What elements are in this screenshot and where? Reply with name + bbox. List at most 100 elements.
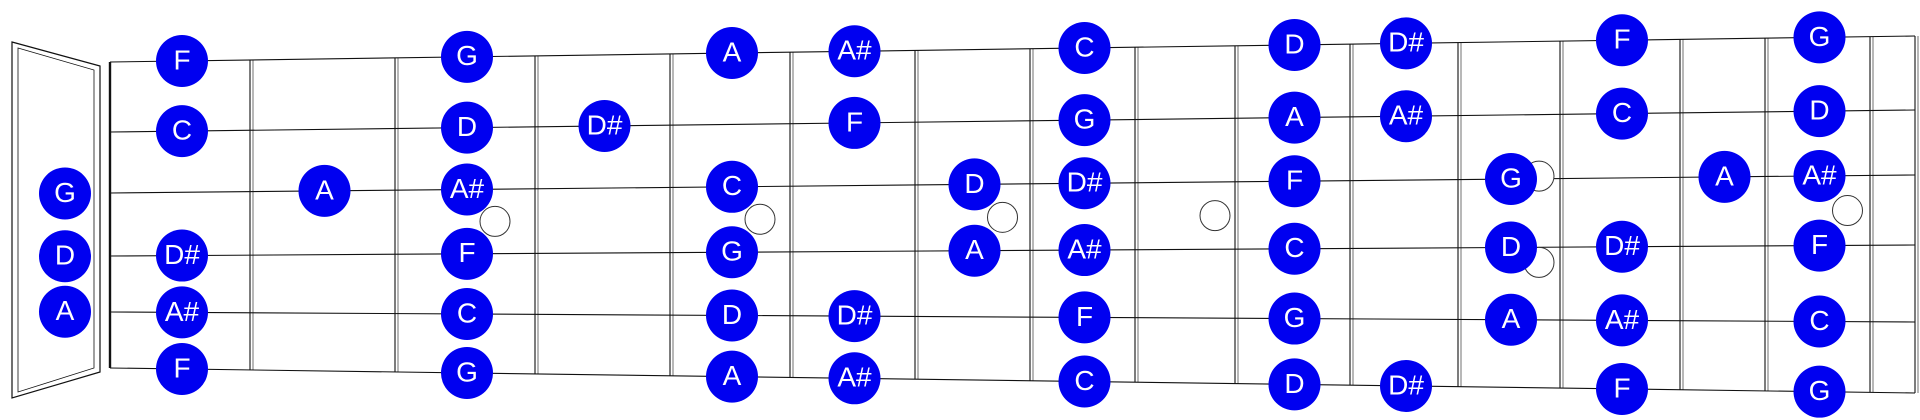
note-dot: A xyxy=(298,164,351,217)
note-dot: D# xyxy=(1058,157,1111,210)
note-circle xyxy=(1268,292,1321,345)
note-circle xyxy=(1485,221,1537,274)
note-circle xyxy=(1058,21,1111,74)
note-label: C xyxy=(1074,31,1094,62)
note-label: F xyxy=(846,106,863,137)
note-dot: G xyxy=(39,167,91,220)
note-dot: A# xyxy=(828,352,881,405)
fret-marker xyxy=(744,203,776,235)
note-circle xyxy=(706,350,758,403)
note-label: A xyxy=(1502,303,1521,334)
note-dot: C xyxy=(441,287,493,340)
note-circle xyxy=(1380,359,1432,412)
note-label: D xyxy=(1501,231,1521,262)
note-label: A# xyxy=(1605,304,1640,335)
note-label: D xyxy=(457,111,477,142)
note-circle xyxy=(1793,11,1846,64)
string-line xyxy=(109,174,1916,194)
note-dot: A# xyxy=(441,163,493,216)
note-label: C xyxy=(722,170,742,201)
note-circle xyxy=(1596,294,1648,347)
note-label: A xyxy=(965,234,984,265)
note-label: D# xyxy=(164,239,200,270)
note-circle xyxy=(39,167,91,220)
note-label: A xyxy=(315,174,334,205)
note-circle xyxy=(948,224,1001,277)
note-circle xyxy=(441,163,493,216)
note-label: A xyxy=(723,360,742,391)
note-dot: D xyxy=(441,101,493,154)
note-circle xyxy=(298,164,351,217)
note-circle xyxy=(441,346,493,399)
note-label: D xyxy=(55,240,75,271)
note-circle xyxy=(1793,149,1846,202)
note-dot: A xyxy=(1485,293,1537,346)
note-dot: F xyxy=(828,96,881,149)
note-circle xyxy=(39,230,91,283)
note-label: G xyxy=(1809,21,1831,52)
headstock xyxy=(11,41,101,399)
note-dot: A# xyxy=(1596,294,1648,347)
note-circle xyxy=(39,285,91,338)
note-label: A xyxy=(1715,160,1734,191)
note-circle xyxy=(706,289,758,342)
note-circle xyxy=(1596,220,1648,273)
note-circle xyxy=(706,160,758,213)
note-label: A# xyxy=(1389,100,1424,131)
note-dot: A xyxy=(39,285,91,338)
note-circle xyxy=(706,27,758,80)
note-circle xyxy=(156,342,208,395)
note-label: D# xyxy=(1388,369,1424,400)
headstock-inner xyxy=(17,47,95,393)
note-label: D xyxy=(964,168,984,199)
note-circle xyxy=(828,25,881,78)
note-label: F xyxy=(458,237,475,268)
note-circle xyxy=(1596,362,1648,415)
note-circle xyxy=(1268,358,1321,411)
fret-marker xyxy=(479,205,511,237)
note-label: C xyxy=(1074,365,1094,396)
note-dot: C xyxy=(1596,87,1648,140)
note-dot: F xyxy=(1596,362,1648,415)
note-label: G xyxy=(721,236,743,267)
note-label: A xyxy=(723,36,742,67)
note-dot: D xyxy=(948,158,1001,211)
note-dot: G xyxy=(1485,153,1537,206)
note-circle xyxy=(156,34,208,87)
note-label: D xyxy=(1284,368,1304,399)
note-label: C xyxy=(457,297,477,328)
fret-marker xyxy=(987,201,1018,233)
note-label: C xyxy=(1809,305,1829,336)
note-circle xyxy=(1380,17,1432,70)
fret-marker xyxy=(1199,200,1231,232)
note-label: D# xyxy=(837,300,873,331)
headstock-outline xyxy=(11,41,101,399)
note-dot: D# xyxy=(156,229,208,282)
note-dot: A xyxy=(1268,91,1321,144)
note-circle xyxy=(1596,87,1648,140)
note-circle xyxy=(1058,291,1111,344)
note-label: F xyxy=(173,44,190,75)
note-dot: F xyxy=(156,342,208,395)
note-dot: D# xyxy=(828,290,881,343)
note-label: C xyxy=(1284,232,1304,263)
note-circle xyxy=(1268,222,1321,275)
note-dot: G xyxy=(1268,292,1321,345)
note-label: G xyxy=(1500,162,1522,193)
note-label: G xyxy=(54,177,76,208)
note-circle xyxy=(156,286,208,339)
note-circle xyxy=(1793,85,1846,138)
note-label: A xyxy=(1285,101,1304,132)
note-dot: F xyxy=(1596,14,1648,67)
note-circle xyxy=(1268,18,1321,71)
note-label: A# xyxy=(837,362,872,393)
note-circle xyxy=(1793,365,1846,418)
note-dot: G xyxy=(441,30,493,83)
note-dot: G xyxy=(1793,365,1846,418)
note-circle xyxy=(706,226,758,279)
note-label: A# xyxy=(1067,233,1102,264)
note-circle xyxy=(156,229,208,282)
note-dot: F xyxy=(1268,155,1321,208)
